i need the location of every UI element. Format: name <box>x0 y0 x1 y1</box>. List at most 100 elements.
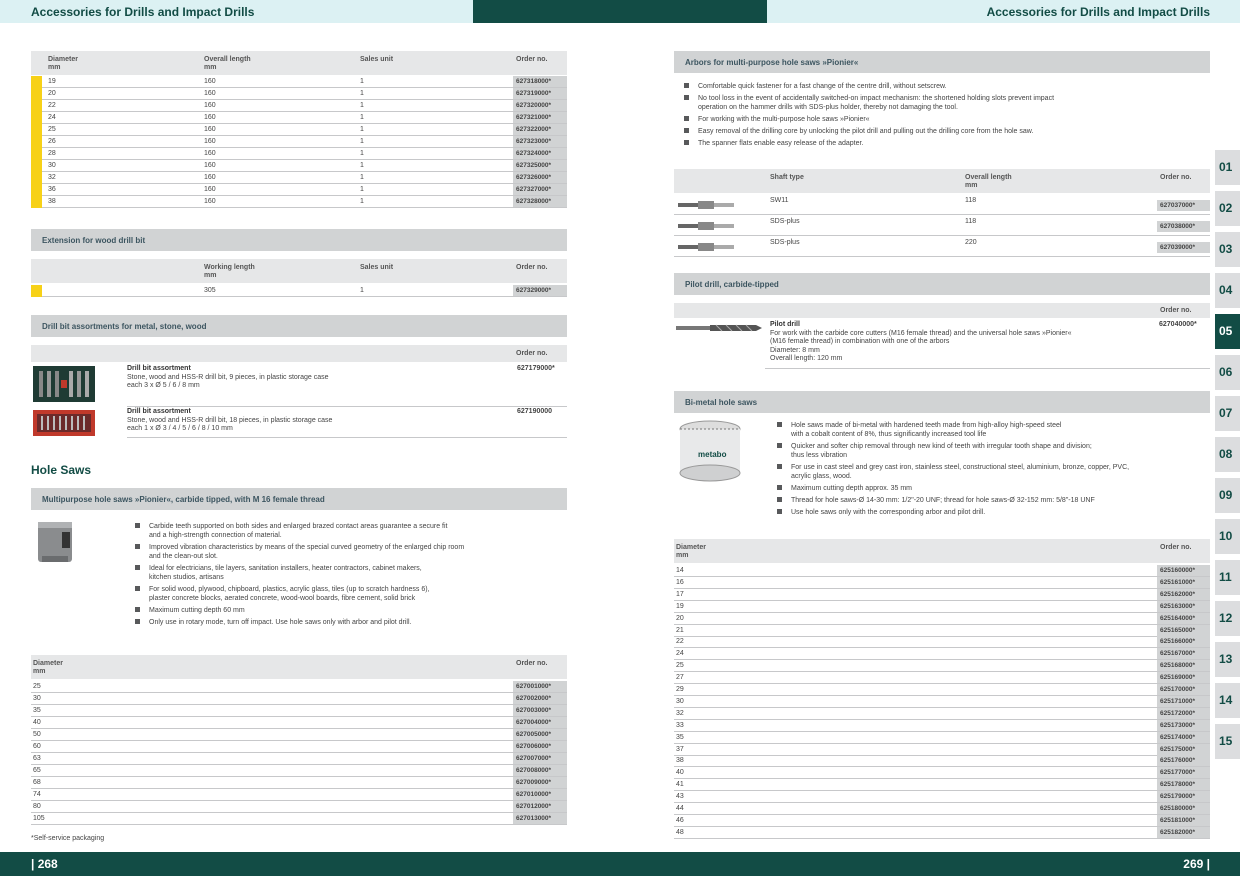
yellow-marker <box>31 76 42 208</box>
chapter-tab-07[interactable]: 07 <box>1215 396 1240 434</box>
order-number: 625176000* <box>1157 755 1210 767</box>
order-number: 627039000* <box>1157 242 1210 253</box>
order-number: 627324000* <box>513 148 567 159</box>
order-number: 627012000* <box>513 801 567 812</box>
table-cell: 22 <box>676 638 684 646</box>
order-number: 627319000* <box>513 88 567 99</box>
table-cell: 21 <box>676 626 684 634</box>
shaft-type: SDS-plus <box>770 218 800 225</box>
col-order: Order no. <box>516 660 548 667</box>
drill-assortment-case-image <box>33 366 95 402</box>
order-number: 625163000* <box>1157 600 1210 612</box>
chapter-tab-15[interactable]: 15 <box>1215 724 1240 762</box>
col-order: Order no. <box>1160 307 1192 314</box>
order-number: 625167000* <box>1157 648 1210 660</box>
feature-bullet: Use hole saws only with the correspondin… <box>777 508 1197 517</box>
chapter-tab-10[interactable]: 10 <box>1215 519 1240 557</box>
shaft-type: SDS-plus <box>770 239 800 246</box>
order-number: 627002000* <box>513 693 567 704</box>
section-extension: Extension for wood drill bit <box>31 229 567 251</box>
table-cell: 160 <box>204 78 216 85</box>
order-number: 627320000* <box>513 100 567 111</box>
bimetal-feature-list: Hole saws made of bi-metal with hardened… <box>777 421 1197 520</box>
table-cell: 65 <box>33 767 41 774</box>
order-number: 627038000* <box>1157 221 1210 232</box>
chapter-tab-08[interactable]: 08 <box>1215 437 1240 475</box>
order-number: 625168000* <box>1157 660 1210 672</box>
table-cell: 17 <box>676 590 684 598</box>
order-number: 625161000* <box>1157 576 1210 588</box>
chapter-tab-12[interactable]: 12 <box>1215 601 1240 639</box>
chapter-tab-09[interactable]: 09 <box>1215 478 1240 516</box>
table-cell: 160 <box>204 138 216 145</box>
order-number: 627004000* <box>513 717 567 728</box>
chapter-tab-13[interactable]: 13 <box>1215 642 1240 680</box>
table-cell: 160 <box>204 114 216 121</box>
table-cell: 160 <box>204 90 216 97</box>
order-number: 627325000* <box>513 160 567 171</box>
table-cell: 33 <box>676 721 684 729</box>
table-cell: 29 <box>676 686 684 693</box>
drill-assortment-case-image <box>33 410 95 436</box>
chapter-tab-11[interactable]: 11 <box>1215 560 1240 598</box>
col-diameter: Diameter mm <box>33 660 63 675</box>
order-number: 625164000* <box>1157 612 1210 624</box>
table-cell: 160 <box>204 150 216 157</box>
table-cell: 38 <box>48 198 56 205</box>
chapter-tab-06[interactable]: 06 <box>1215 355 1240 393</box>
order-number: 627009000* <box>513 777 567 788</box>
pilot-table-header: Order no. <box>674 303 1210 318</box>
order-number: 627005000* <box>513 729 567 740</box>
table-cell: 40 <box>33 719 41 726</box>
pionier-table-header: Diameter mm Order no. <box>31 655 567 679</box>
assortment-name: Drill bit assortment <box>127 365 191 372</box>
pilot-drill-image <box>676 324 762 332</box>
arbor-image <box>678 243 734 251</box>
order-number: 627179000* <box>517 365 555 372</box>
chapter-tab-05[interactable]: 05 <box>1215 314 1240 352</box>
order-number: 627037000* <box>1157 200 1210 211</box>
hole-saws-heading: Hole Saws <box>31 463 92 477</box>
table-cell: 32 <box>48 174 56 181</box>
feature-bullet: For use in cast steel and grey cast iron… <box>777 463 1197 481</box>
pionier-hole-saw-image <box>38 522 72 562</box>
order-number: 627322000* <box>513 124 567 135</box>
table-cell: 30 <box>676 697 684 705</box>
feature-bullet: Improved vibration characteristics by me… <box>135 543 555 561</box>
table-cell: 30 <box>33 695 41 702</box>
chapter-tab-14[interactable]: 14 <box>1215 683 1240 721</box>
chapter-tab-03[interactable]: 03 <box>1215 232 1240 270</box>
section-pionier-hole-saws: Multipurpose hole saws »Pionier«, carbid… <box>31 488 567 510</box>
order-number: 625170000* <box>1157 684 1210 695</box>
chapter-tab-04[interactable]: 04 <box>1215 273 1240 311</box>
feature-bullet: No tool loss in the event of accidentall… <box>684 94 1184 112</box>
table-cell: 28 <box>48 150 56 157</box>
table-cell: 32 <box>676 709 684 717</box>
table-cell: 48 <box>676 828 684 836</box>
chapter-tab-02[interactable]: 02 <box>1215 191 1240 229</box>
feature-bullet: Easy removal of the drilling core by unl… <box>684 127 1184 136</box>
order-number: 627013000* <box>513 813 567 824</box>
order-number: 627326000* <box>513 172 567 183</box>
table-cell: 37 <box>676 745 684 753</box>
section-arbors: Arbors for multi-purpose hole saws »Pion… <box>674 51 1210 73</box>
table-cell: 35 <box>676 733 684 741</box>
header-left-title: Accessories for Drills and Impact Drills <box>31 5 255 19</box>
table-cell: 44 <box>676 805 684 812</box>
chapter-tab-01[interactable]: 01 <box>1215 150 1240 188</box>
section-pilot-drill: Pilot drill, carbide-tipped <box>674 273 1210 295</box>
